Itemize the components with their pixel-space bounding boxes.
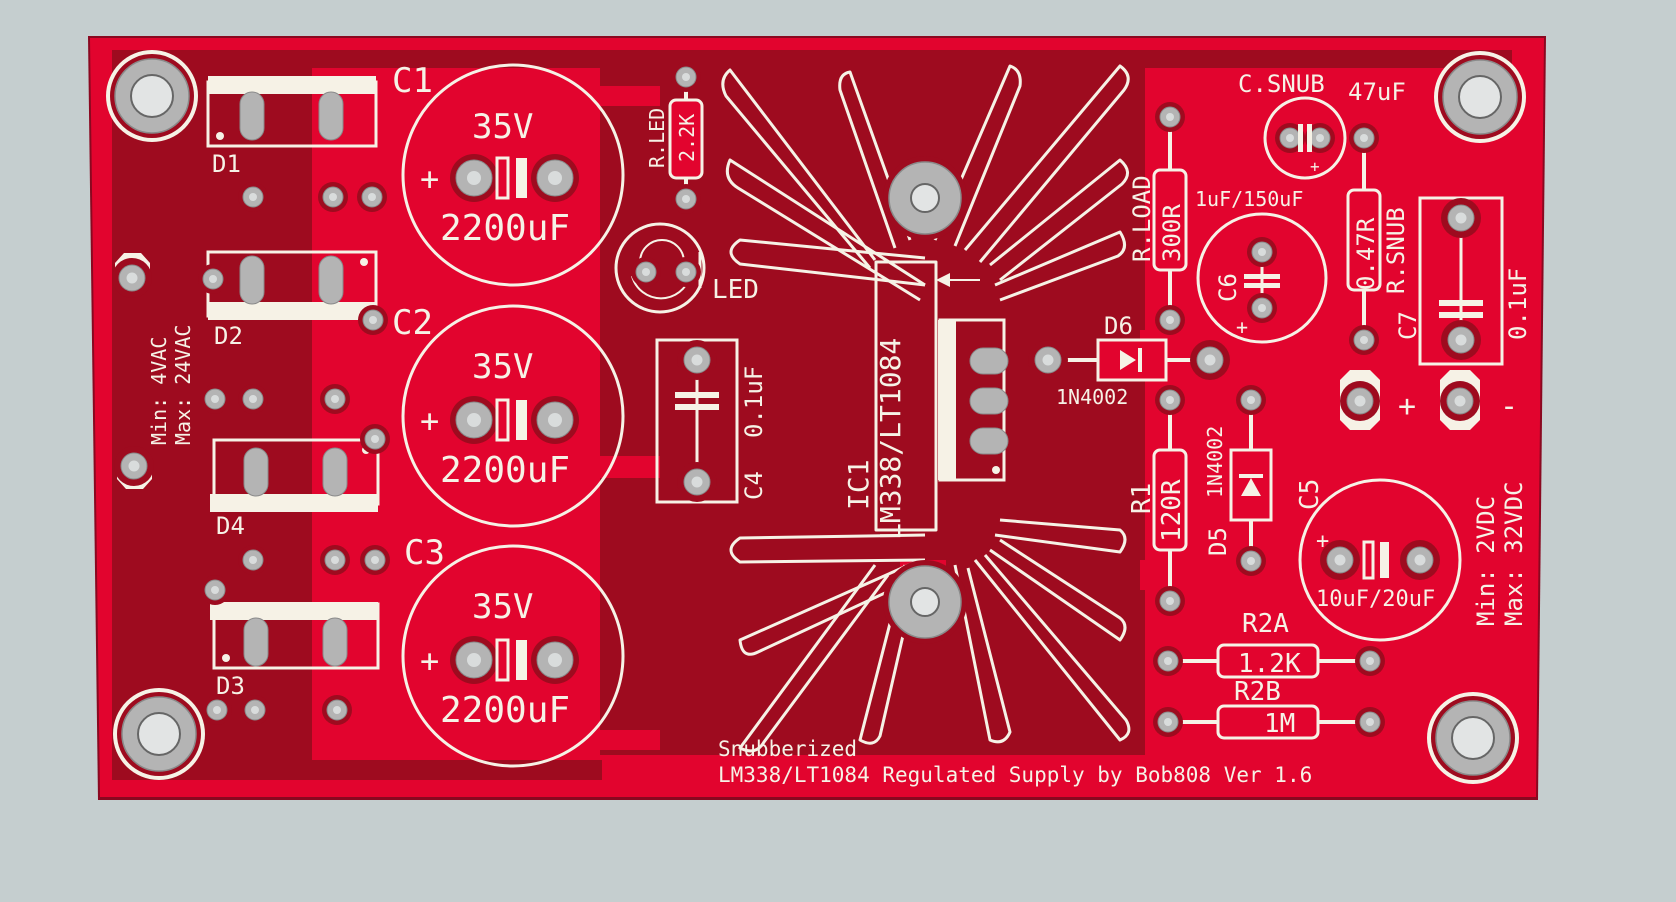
d1-label: D1 (212, 150, 241, 178)
r-led-label: R.LED (645, 108, 669, 168)
resistor-r-snub (1346, 122, 1382, 356)
capacitor-c3 (401, 544, 625, 768)
c-snub-label: C.SNUB (1238, 70, 1325, 98)
capacitor-c6: + (1196, 212, 1328, 344)
capacitor-c4 (655, 338, 739, 504)
r2a-value: 1.2K (1238, 649, 1301, 679)
output-plus-label: + (1398, 389, 1416, 424)
r1-label: R1 (1127, 483, 1157, 514)
mounting-hole-top-left (105, 49, 199, 143)
r-snub-label: R.SNUB (1382, 207, 1410, 294)
c-snub-value: 47uF (1348, 78, 1406, 106)
board-subtitle: Snubberized (718, 737, 857, 761)
c4-label: C4 (740, 471, 768, 500)
resistor-r1 (1152, 384, 1188, 617)
r-load-label: R.LOAD (1128, 175, 1156, 262)
heatsink-outline (721, 64, 1131, 753)
d5-value: 1N4002 (1203, 426, 1227, 498)
diode-d6 (1027, 338, 1231, 382)
c1-plus: + (420, 160, 439, 198)
svg-text:+: + (1316, 529, 1329, 554)
resistor-r2a (1152, 643, 1386, 679)
r-led-value: 2.2K (675, 114, 699, 162)
c1-label: C1 (392, 61, 433, 101)
c7-value: 0.1uF (1504, 268, 1532, 340)
svg-text:+: + (1310, 157, 1320, 176)
c7-label: C7 (1394, 311, 1422, 340)
mounting-hole-bottom-right (1426, 691, 1520, 785)
c5-value: 10uF/20uF (1316, 587, 1435, 612)
bridge-diodes (197, 76, 391, 726)
ic1-value: LM338/LT1084 (874, 338, 907, 540)
c2-plus: + (420, 402, 439, 440)
c3-label: C3 (404, 533, 445, 573)
d2-label: D2 (214, 322, 243, 350)
capacitor-c-snub: + (1263, 96, 1347, 180)
heatsink-mount-top (883, 156, 967, 240)
d6-label: D6 (1104, 312, 1133, 340)
regulator-ic1 (936, 273, 1009, 482)
mounting-hole-bottom-left (112, 687, 206, 781)
c1-voltage: 35V (472, 107, 533, 147)
r2b-label: R2B (1234, 677, 1281, 707)
r1-value: 120R (1157, 479, 1187, 542)
output-minus-label: - (1500, 389, 1518, 424)
resistor-r-load (1152, 101, 1188, 336)
led-label: LED (712, 275, 759, 305)
d3-label: D3 (216, 672, 245, 700)
c3-value: 2200uF (440, 690, 570, 731)
resistor-r-led (668, 61, 704, 215)
diode-d5 (1229, 384, 1273, 577)
c3-voltage: 35V (472, 587, 533, 627)
capacitor-c1 (401, 63, 625, 287)
output-max-label: Max: 32VDC (1500, 482, 1528, 627)
d6-value: 1N4002 (1056, 385, 1128, 409)
c1-value: 2200uF (440, 208, 570, 249)
output-min-label: Min: 2VDC (1472, 496, 1500, 626)
ic1-label: IC1 (842, 459, 875, 510)
c6-label: C6 (1214, 273, 1242, 302)
r2b-value: 1M (1264, 709, 1295, 739)
r-snub-value: 0.47R (1352, 217, 1380, 290)
input-max-label: Max: 24VAC (171, 325, 195, 445)
led (614, 222, 706, 314)
resistor-r2b (1152, 704, 1386, 740)
c4-value: 0.1uF (740, 366, 768, 438)
c5-label: C5 (1295, 479, 1325, 510)
heatsink-mount-bottom (883, 560, 967, 644)
d5-label: D5 (1204, 527, 1232, 556)
d4-label: D4 (216, 512, 245, 540)
red-traces (312, 86, 1220, 750)
c2-value: 2200uF (440, 450, 570, 491)
svg-text:+: + (1236, 315, 1248, 339)
board-title: LM338/LT1084 Regulated Supply by Bob808 … (718, 763, 1312, 787)
c3-plus: + (420, 642, 439, 680)
capacitor-c7 (1418, 196, 1504, 366)
mounting-hole-top-right (1433, 50, 1527, 144)
ac-input-terminals (111, 253, 155, 489)
r2a-label: R2A (1242, 609, 1289, 639)
r-load-value: 300R (1158, 204, 1186, 262)
c6-value: 1uF/150uF (1195, 187, 1303, 211)
capacitor-c5: + (1298, 478, 1462, 642)
c2-label: C2 (392, 303, 433, 343)
capacitor-c2 (401, 304, 625, 528)
c2-voltage: 35V (472, 347, 533, 387)
input-min-label: Min: 4VAC (147, 337, 171, 445)
dc-output-terminals (1339, 370, 1481, 430)
